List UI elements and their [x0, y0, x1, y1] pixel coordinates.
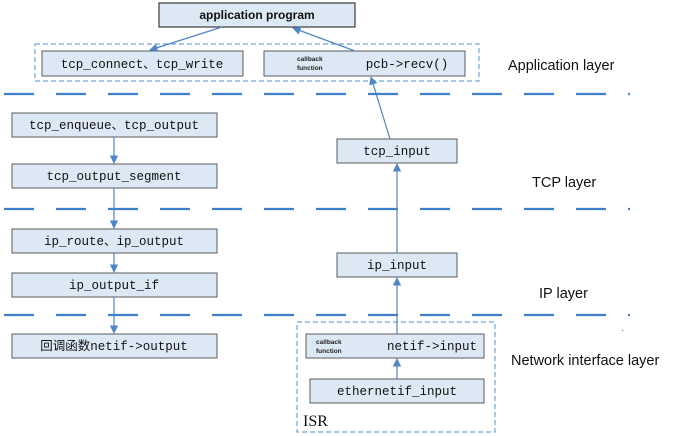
isr-group [296, 321, 496, 433]
stray-mark: · [621, 325, 624, 336]
netif-input-node: callback function netif->input [305, 333, 485, 359]
pcb-recv-function-label: function [297, 65, 323, 72]
ethernetif-input-label: ethernetif_input [337, 385, 457, 399]
ip-output-if-label: ip_output_if [69, 279, 159, 293]
arrow-pcb-recv-to-app [292, 26, 356, 52]
layer-label-application: Application layer [508, 58, 615, 74]
netif-output-label: 回调函数netif->output [40, 338, 188, 354]
tcp-input-label: tcp_input [363, 145, 431, 159]
pcb-recv-callback-label: callback [297, 56, 323, 63]
ip-input-label: ip_input [367, 259, 427, 273]
tcp-enqueue-output-node: tcp_enqueue、tcp_output [11, 112, 218, 138]
netif-input-callback-label: callback [316, 339, 342, 346]
pcb-recv-label: pcb->recv() [366, 58, 449, 72]
tcp-input-node: tcp_input [336, 138, 458, 164]
layer-label-ip: IP layer [539, 286, 588, 302]
tcp-enqueue-output-label: tcp_enqueue、tcp_output [29, 119, 199, 133]
ip-input-node: ip_input [336, 252, 458, 278]
arrow-app-to-tcp-connect [149, 26, 223, 52]
ip-route-output-label: ip_route、ip_output [44, 235, 184, 249]
tcp-connect-write-node: tcp_connect、tcp_write [41, 50, 244, 77]
isr-label: ISR [303, 413, 328, 430]
ip-output-if-node: ip_output_if [11, 272, 218, 298]
netif-output-node: 回调函数netif->output [11, 333, 218, 359]
tcp-output-segment-node: tcp_output_segment [11, 163, 218, 189]
pcb-recv-node: callback function pcb->recv() [263, 50, 466, 77]
netif-input-function-label: function [316, 348, 342, 355]
app-program-node: application program [158, 2, 356, 28]
ip-route-output-node: ip_route、ip_output [11, 228, 218, 254]
layer-label-tcp: TCP layer [532, 175, 596, 191]
tcp-output-segment-label: tcp_output_segment [46, 170, 181, 184]
tcp-connect-write-label: tcp_connect、tcp_write [61, 58, 224, 72]
ethernetif-input-node: ethernetif_input [309, 378, 485, 404]
app-program-label: application program [199, 8, 314, 22]
arrow-tcp-input-to-pcb-recv [369, 76, 391, 140]
netif-input-label: netif->input [387, 340, 477, 354]
layer-label-network-interface: Network interface layer [511, 353, 659, 369]
